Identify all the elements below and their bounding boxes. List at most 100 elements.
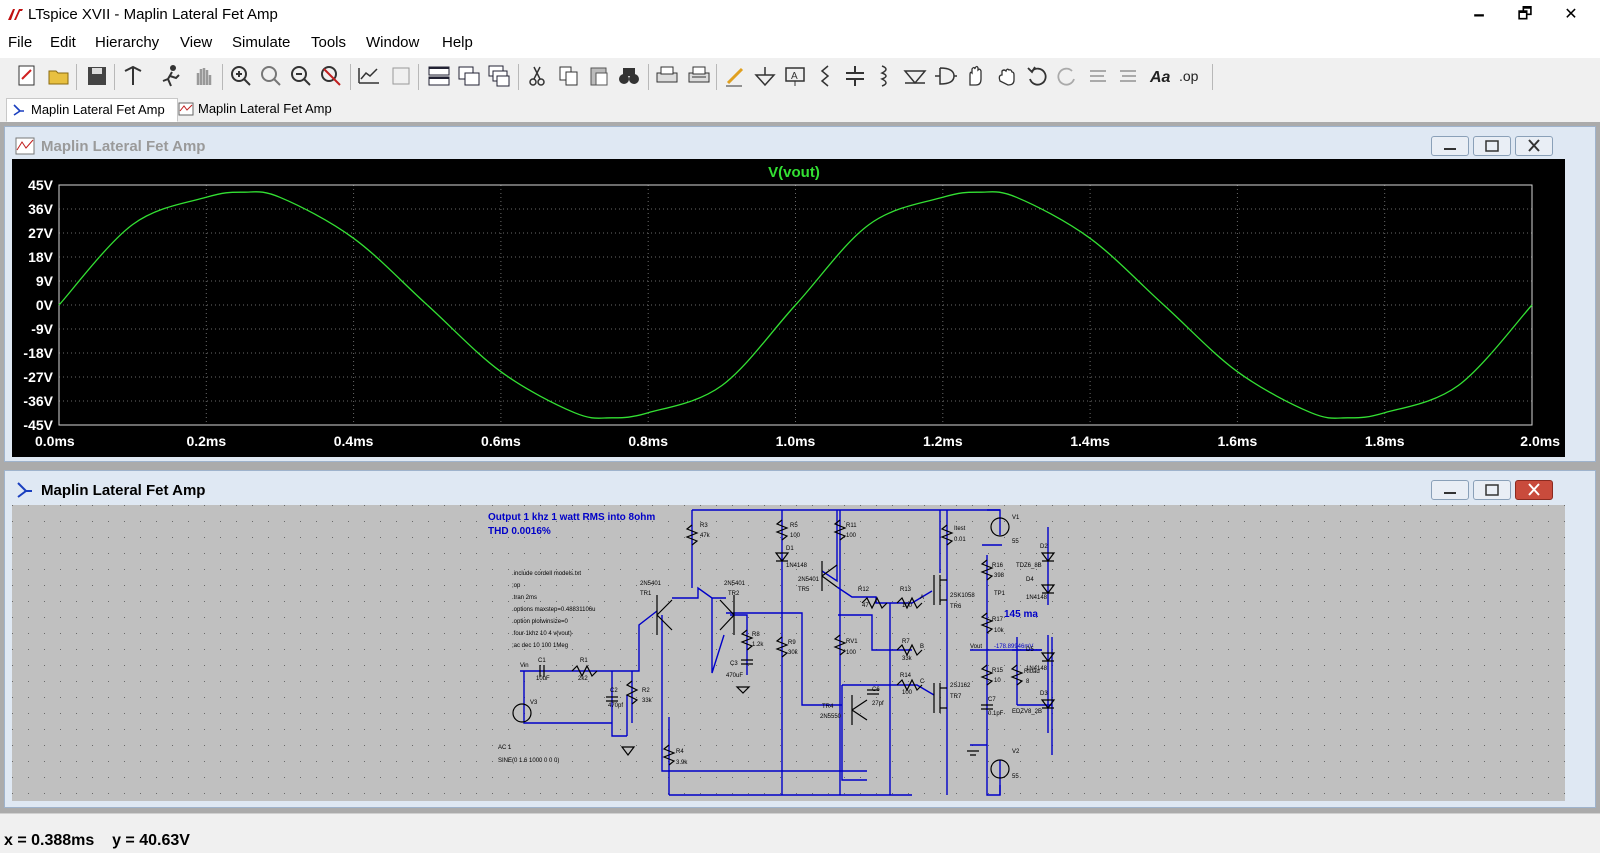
- toolbar-separator: [76, 64, 77, 90]
- value-r14: 100: [902, 690, 913, 696]
- schematic-canvas[interactable]: Output 1 khz 1 watt RMS into 8ohm THD 0.…: [12, 505, 1565, 801]
- waveform-close-button[interactable]: [1515, 136, 1553, 156]
- menu-simulate[interactable]: Simulate: [232, 34, 291, 51]
- zoom-out-icon[interactable]: [288, 63, 314, 89]
- zoom-in-icon[interactable]: [228, 63, 254, 89]
- redo-icon[interactable]: [1054, 63, 1080, 89]
- capacitor-icon[interactable]: [842, 63, 868, 89]
- resistor-rv1: [833, 634, 847, 656]
- ground-icon[interactable]: [752, 63, 778, 89]
- y-tick-label: -45V: [23, 417, 53, 433]
- inductor-icon[interactable]: [872, 63, 898, 89]
- resistor-icon[interactable]: [812, 63, 838, 89]
- spice-directive[interactable]: ;op: [512, 583, 521, 589]
- spice-directive-icon[interactable]: .op: [1178, 63, 1204, 89]
- new-schematic-icon[interactable]: [14, 63, 40, 89]
- label-c6: C6: [872, 687, 880, 693]
- spice-directive[interactable]: .tran 2ms: [512, 595, 537, 601]
- menu-hierarchy[interactable]: Hierarchy: [95, 34, 160, 51]
- value-r15: 10: [994, 678, 1001, 684]
- cascade-icon[interactable]: [486, 63, 512, 89]
- save-icon[interactable]: [84, 63, 110, 89]
- cut-icon[interactable]: [524, 63, 550, 89]
- menu-window[interactable]: Window: [366, 34, 420, 51]
- label-net-icon[interactable]: A: [782, 63, 808, 89]
- type-tr2: 2N5401: [724, 581, 746, 587]
- draw-wire-icon[interactable]: [722, 63, 748, 89]
- type-tr6: 2SK1058: [950, 593, 975, 599]
- resistor-r2: [625, 680, 639, 705]
- mosfet-tr7: [933, 683, 947, 713]
- resistor-r5: [775, 519, 789, 541]
- menu-bar: File Edit Hierarchy View Simulate Tools …: [0, 30, 1600, 58]
- value-r1: 2k2: [578, 676, 588, 682]
- value-rload: 8: [1026, 679, 1030, 685]
- waveform-minimize-button[interactable]: [1431, 136, 1469, 156]
- schematic-close-button[interactable]: [1515, 480, 1553, 500]
- rotate-icon[interactable]: [1086, 63, 1112, 89]
- label-r15: R15: [992, 668, 1004, 674]
- spice-directive[interactable]: ;ac dec 10 100 1Meg: [512, 643, 568, 649]
- x-tick-label: 0.0ms: [35, 433, 75, 449]
- waveform-maximize-button[interactable]: [1473, 136, 1511, 156]
- spice-directive[interactable]: .include cordell models.txt: [512, 571, 581, 577]
- tile-horizontal-icon[interactable]: [426, 63, 452, 89]
- mirror-icon[interactable]: [1116, 63, 1142, 89]
- label-r16: R16: [992, 563, 1004, 569]
- value-c3: 470uF: [726, 673, 743, 679]
- restore-button[interactable]: 🗗: [1517, 6, 1533, 23]
- value-r11: 100: [846, 533, 857, 539]
- trace-title[interactable]: V(vout): [768, 164, 820, 181]
- ground-symbol: [620, 746, 636, 756]
- schematic-minimize-button[interactable]: [1431, 480, 1469, 500]
- comment-line[interactable]: Output 1 khz 1 watt RMS into 8ohm: [488, 512, 655, 523]
- tab-schematic[interactable]: Maplin Lateral Fet Amp: [6, 98, 178, 122]
- text-icon[interactable]: Aa: [1148, 63, 1174, 89]
- current-readout: 145 ma: [1004, 609, 1038, 620]
- y-tick-label: -36V: [23, 393, 53, 409]
- zoom-pan-icon[interactable]: [258, 63, 284, 89]
- source-ac-text[interactable]: AC 1: [498, 745, 512, 751]
- spice-directive[interactable]: .options maxstep=0.48831106u: [512, 607, 595, 613]
- minimize-button[interactable]: 🗕: [1473, 6, 1485, 23]
- menu-tools[interactable]: Tools: [311, 34, 347, 51]
- window-title: LTspice XVII - Maplin Lateral Fet Amp: [28, 6, 278, 23]
- halt-icon[interactable]: [190, 63, 216, 89]
- schematic-maximize-button[interactable]: [1473, 480, 1511, 500]
- menu-view[interactable]: View: [180, 34, 213, 51]
- comment-line[interactable]: THD 0.0016%: [488, 526, 551, 537]
- zoom-cancel-icon[interactable]: [318, 63, 344, 89]
- menu-help[interactable]: Help: [442, 34, 473, 51]
- close-button[interactable]: ✕: [1564, 6, 1578, 23]
- paste-icon[interactable]: [586, 63, 612, 89]
- x-tick-label: 1.0ms: [776, 433, 816, 449]
- value-v1: 55: [1012, 539, 1019, 545]
- move-icon[interactable]: [962, 63, 988, 89]
- spice-directive[interactable]: .option plotwinsize=0: [512, 619, 569, 625]
- print-setup-icon[interactable]: [686, 63, 712, 89]
- run-icon[interactable]: [158, 63, 184, 89]
- find-icon[interactable]: [616, 63, 642, 89]
- schematic-grid: [12, 505, 1565, 801]
- y-tick-label: -27V: [23, 369, 53, 385]
- copy-icon[interactable]: [556, 63, 582, 89]
- drag-icon[interactable]: [994, 63, 1020, 89]
- control-panel-icon[interactable]: [120, 63, 146, 89]
- tab-waveform[interactable]: Maplin Lateral Fet Amp: [174, 98, 338, 120]
- component-icon[interactable]: [932, 63, 958, 89]
- diode-icon[interactable]: [902, 63, 928, 89]
- source-sine-text[interactable]: SINE(0 1.6 1000 0 0 0): [498, 758, 559, 764]
- print-icon[interactable]: [654, 63, 680, 89]
- toolbar-separator: [418, 64, 419, 90]
- menu-file[interactable]: File: [8, 34, 33, 51]
- undo-icon[interactable]: [1024, 63, 1050, 89]
- open-icon[interactable]: [46, 63, 72, 89]
- waveform-icon[interactable]: [388, 63, 414, 89]
- autorange-icon[interactable]: [356, 63, 382, 89]
- resistor-r3: [685, 524, 699, 546]
- spice-directive[interactable]: .four 1khz 10 4 v(vout): [512, 631, 572, 637]
- tab-label: Maplin Lateral Fet Amp: [31, 102, 165, 117]
- tile-vertical-icon[interactable]: [456, 63, 482, 89]
- menu-edit[interactable]: Edit: [50, 34, 76, 51]
